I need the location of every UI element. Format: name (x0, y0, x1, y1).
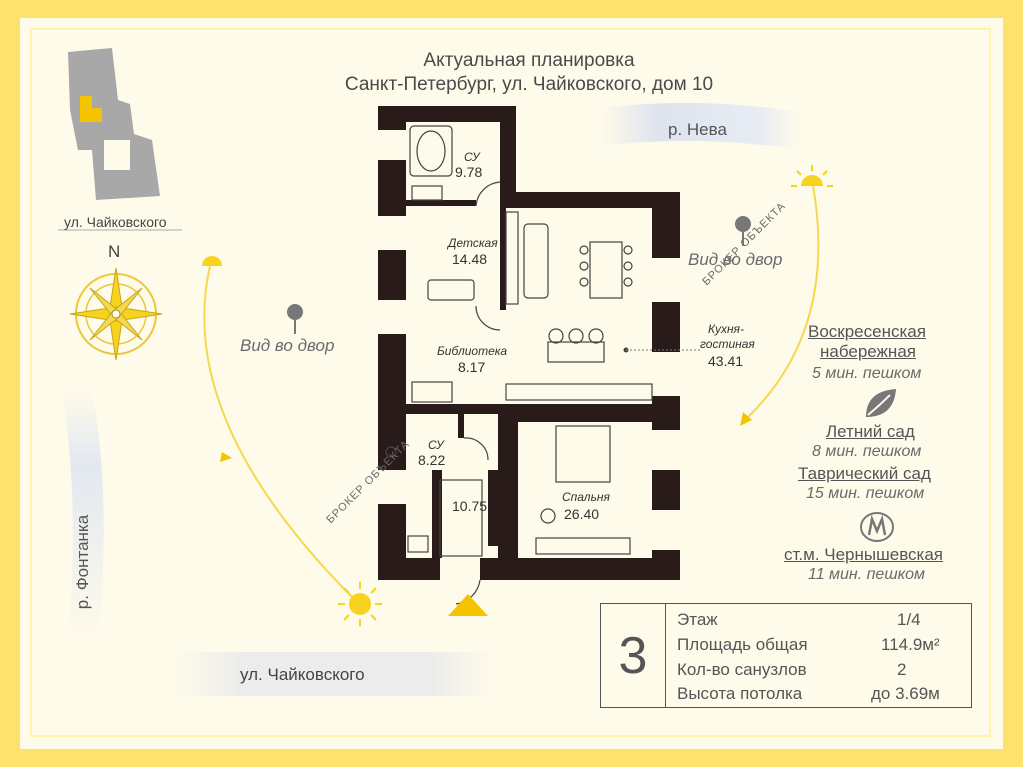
street-label-bottom: ул. Чайковского (240, 665, 365, 684)
info-value-ceiling: до 3.69м (871, 684, 940, 703)
view-left-label: Вид во двор (240, 336, 335, 355)
metro-icon (860, 512, 894, 542)
street-label-map: ул. Чайковского (64, 214, 167, 230)
street-band (175, 652, 495, 696)
sun-setting-icon (202, 256, 222, 266)
view-pin-right-icon (735, 216, 751, 246)
floor-plan (378, 106, 680, 580)
river-fontanka (62, 390, 104, 640)
info-value-floor: 1/4 (897, 610, 921, 629)
apartment-number: 3 (601, 604, 666, 707)
info-value-area: 114.9м² (881, 635, 940, 654)
room-name-kitchen-1: Кухня- (708, 322, 744, 336)
place-name-4: ст.м. Чернышевская (784, 545, 944, 564)
sun-rising-icon (791, 165, 833, 187)
room-name-bedroom: Спальня (562, 490, 610, 504)
arrow-left (220, 452, 232, 462)
view-right-label: Вид во двор (688, 250, 783, 269)
river-neva-label: р. Нева (668, 120, 727, 139)
room-area-hall: 10.75 (452, 498, 488, 514)
title-line-1: Актуальная планировка (423, 50, 635, 71)
room-area-kitchen: 43.41 (708, 353, 744, 369)
place-time-1: 5 мин. пешком (812, 365, 922, 382)
room-area-su2: 8.22 (418, 452, 446, 468)
fixtures (385, 125, 653, 605)
entrance-arrow-icon (448, 594, 488, 616)
river-fontanka-label: р. Фонтанка (73, 514, 93, 610)
place-name-1b: набережная (820, 342, 916, 361)
place-name-3: Таврический сад (798, 464, 931, 483)
compass-rose (69, 267, 163, 361)
room-name-kitchen-2: гостиная (700, 337, 755, 351)
room-name-su1: СУ (464, 150, 480, 164)
sun-bottom-icon (338, 582, 382, 626)
room-name-library: Библиотека (437, 344, 508, 358)
room-name-kids: Детская (448, 236, 498, 250)
room-area-kids: 14.48 (452, 251, 488, 267)
arrow-right (740, 412, 752, 426)
info-value-bathrooms: 2 (897, 660, 907, 679)
inner-border (30, 28, 991, 737)
place-time-2: 8 мин. пешком (812, 443, 922, 460)
sun-path-left (203, 265, 356, 601)
apartment-info: 3 Этаж 1/4 Площадь общая 114.9м² Кол-во … (600, 603, 972, 708)
place-name-1a: Воскресенская (808, 322, 926, 341)
river-neva (600, 102, 800, 150)
room-area-library: 8.17 (458, 359, 486, 375)
sun-path-right (744, 179, 820, 421)
info-label-floor: Этаж (677, 610, 718, 629)
place-name-2: Летний сад (826, 422, 915, 441)
title-line-2: Санкт-Петербург, ул. Чайковского, дом 10 (344, 74, 714, 95)
info-label-bathrooms: Кол-во санузлов (677, 660, 807, 679)
view-pin-left-icon (287, 304, 303, 334)
place-time-3: 15 мин. пешком (806, 485, 925, 502)
info-label-ceiling: Высота потолка (677, 684, 803, 703)
info-label-area: Площадь общая (677, 635, 808, 654)
place-time-4: 11 мин. пешком (808, 566, 926, 583)
room-name-su2: СУ (428, 438, 444, 452)
leaf-icon (866, 389, 896, 417)
site-map (58, 48, 182, 231)
compass-north-label: N (108, 242, 121, 261)
room-area-bedroom: 26.40 (564, 506, 600, 522)
room-area-su1: 9.78 (455, 164, 483, 180)
